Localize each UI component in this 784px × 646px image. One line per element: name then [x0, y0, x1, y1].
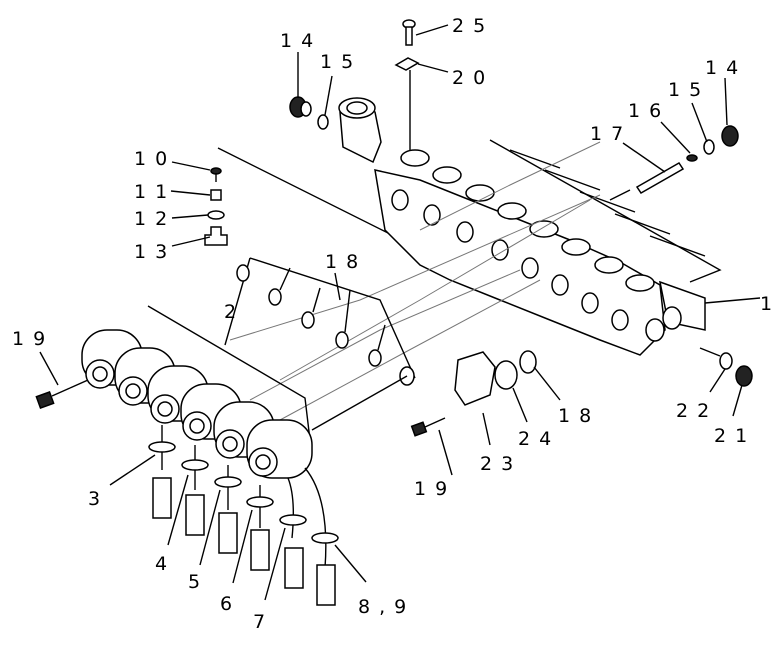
- leader-8-9: [334, 544, 367, 583]
- label-16: 16: [628, 100, 670, 122]
- ports: [391, 149, 655, 331]
- leader-19a: [39, 351, 59, 386]
- leader-22: [709, 368, 726, 393]
- leader-16: [660, 121, 691, 154]
- label-21: 21: [714, 425, 756, 447]
- leader-10: [171, 161, 211, 171]
- cover-parts: [410, 347, 753, 437]
- leader-21: [732, 384, 743, 417]
- leader-15a: [324, 75, 333, 116]
- label-18b: 18: [558, 405, 600, 427]
- label-2: 2: [224, 301, 245, 323]
- screw-25-plate-20: [394, 19, 420, 150]
- leader-6: [232, 509, 253, 584]
- label-23: 23: [480, 453, 522, 475]
- bolt-19-left: [35, 379, 89, 409]
- leader-1: [704, 297, 761, 304]
- o-ring-row: [224, 257, 416, 386]
- leader-3: [109, 454, 156, 486]
- solenoid-stack: [81, 305, 408, 479]
- label-3: 3: [88, 488, 109, 510]
- leader-14b: [724, 77, 728, 126]
- leader-17: [622, 142, 666, 173]
- label-5: 5: [188, 571, 209, 593]
- leader-11: [170, 190, 211, 196]
- label-19a: 19: [12, 328, 54, 350]
- parts-10-13: [204, 167, 228, 246]
- label-10: 10: [134, 148, 176, 170]
- label-18a: 18: [325, 251, 367, 273]
- connector: [279, 477, 307, 589]
- leader-5: [199, 489, 221, 566]
- connectors: [148, 425, 339, 606]
- leader-12: [171, 214, 209, 219]
- label-12: 12: [134, 208, 176, 230]
- label-19b: 19: [414, 478, 456, 500]
- connector: [181, 445, 209, 536]
- leader-23: [482, 412, 491, 446]
- leader-7: [264, 527, 286, 601]
- leader-25: [415, 24, 449, 36]
- leader-18b: [533, 366, 561, 401]
- leader-17-grey: [419, 141, 601, 231]
- leader-20: [417, 63, 449, 73]
- label-22: 22: [676, 400, 718, 422]
- solenoid: [246, 419, 313, 479]
- leader-15b: [691, 102, 708, 143]
- leader-19b: [438, 429, 453, 476]
- label-11: 11: [134, 181, 176, 203]
- connector: [148, 425, 176, 519]
- connector: [304, 467, 339, 606]
- right-side-parts: [609, 125, 739, 201]
- label-6: 6: [220, 593, 241, 615]
- label-14b: 14: [705, 57, 747, 79]
- label-20: 20: [452, 67, 494, 89]
- plug-14-left: [289, 96, 329, 130]
- label-1: 1: [760, 293, 781, 315]
- label-24: 24: [518, 428, 560, 450]
- connector: [214, 465, 242, 554]
- leader-24: [512, 387, 528, 423]
- label-17: 17: [590, 123, 632, 145]
- label-15b: 15: [668, 79, 710, 101]
- label-15a: 15: [320, 51, 362, 73]
- label-8-9: 8,9: [358, 596, 415, 618]
- label-7: 7: [253, 611, 274, 633]
- label-4: 4: [155, 553, 176, 575]
- connector: [246, 485, 274, 571]
- label-13: 13: [134, 241, 176, 263]
- leader-13: [171, 236, 211, 247]
- leader-4: [167, 474, 189, 546]
- leader-18a: [334, 272, 341, 301]
- label-14a: 14: [280, 30, 322, 52]
- label-25: 25: [452, 15, 494, 37]
